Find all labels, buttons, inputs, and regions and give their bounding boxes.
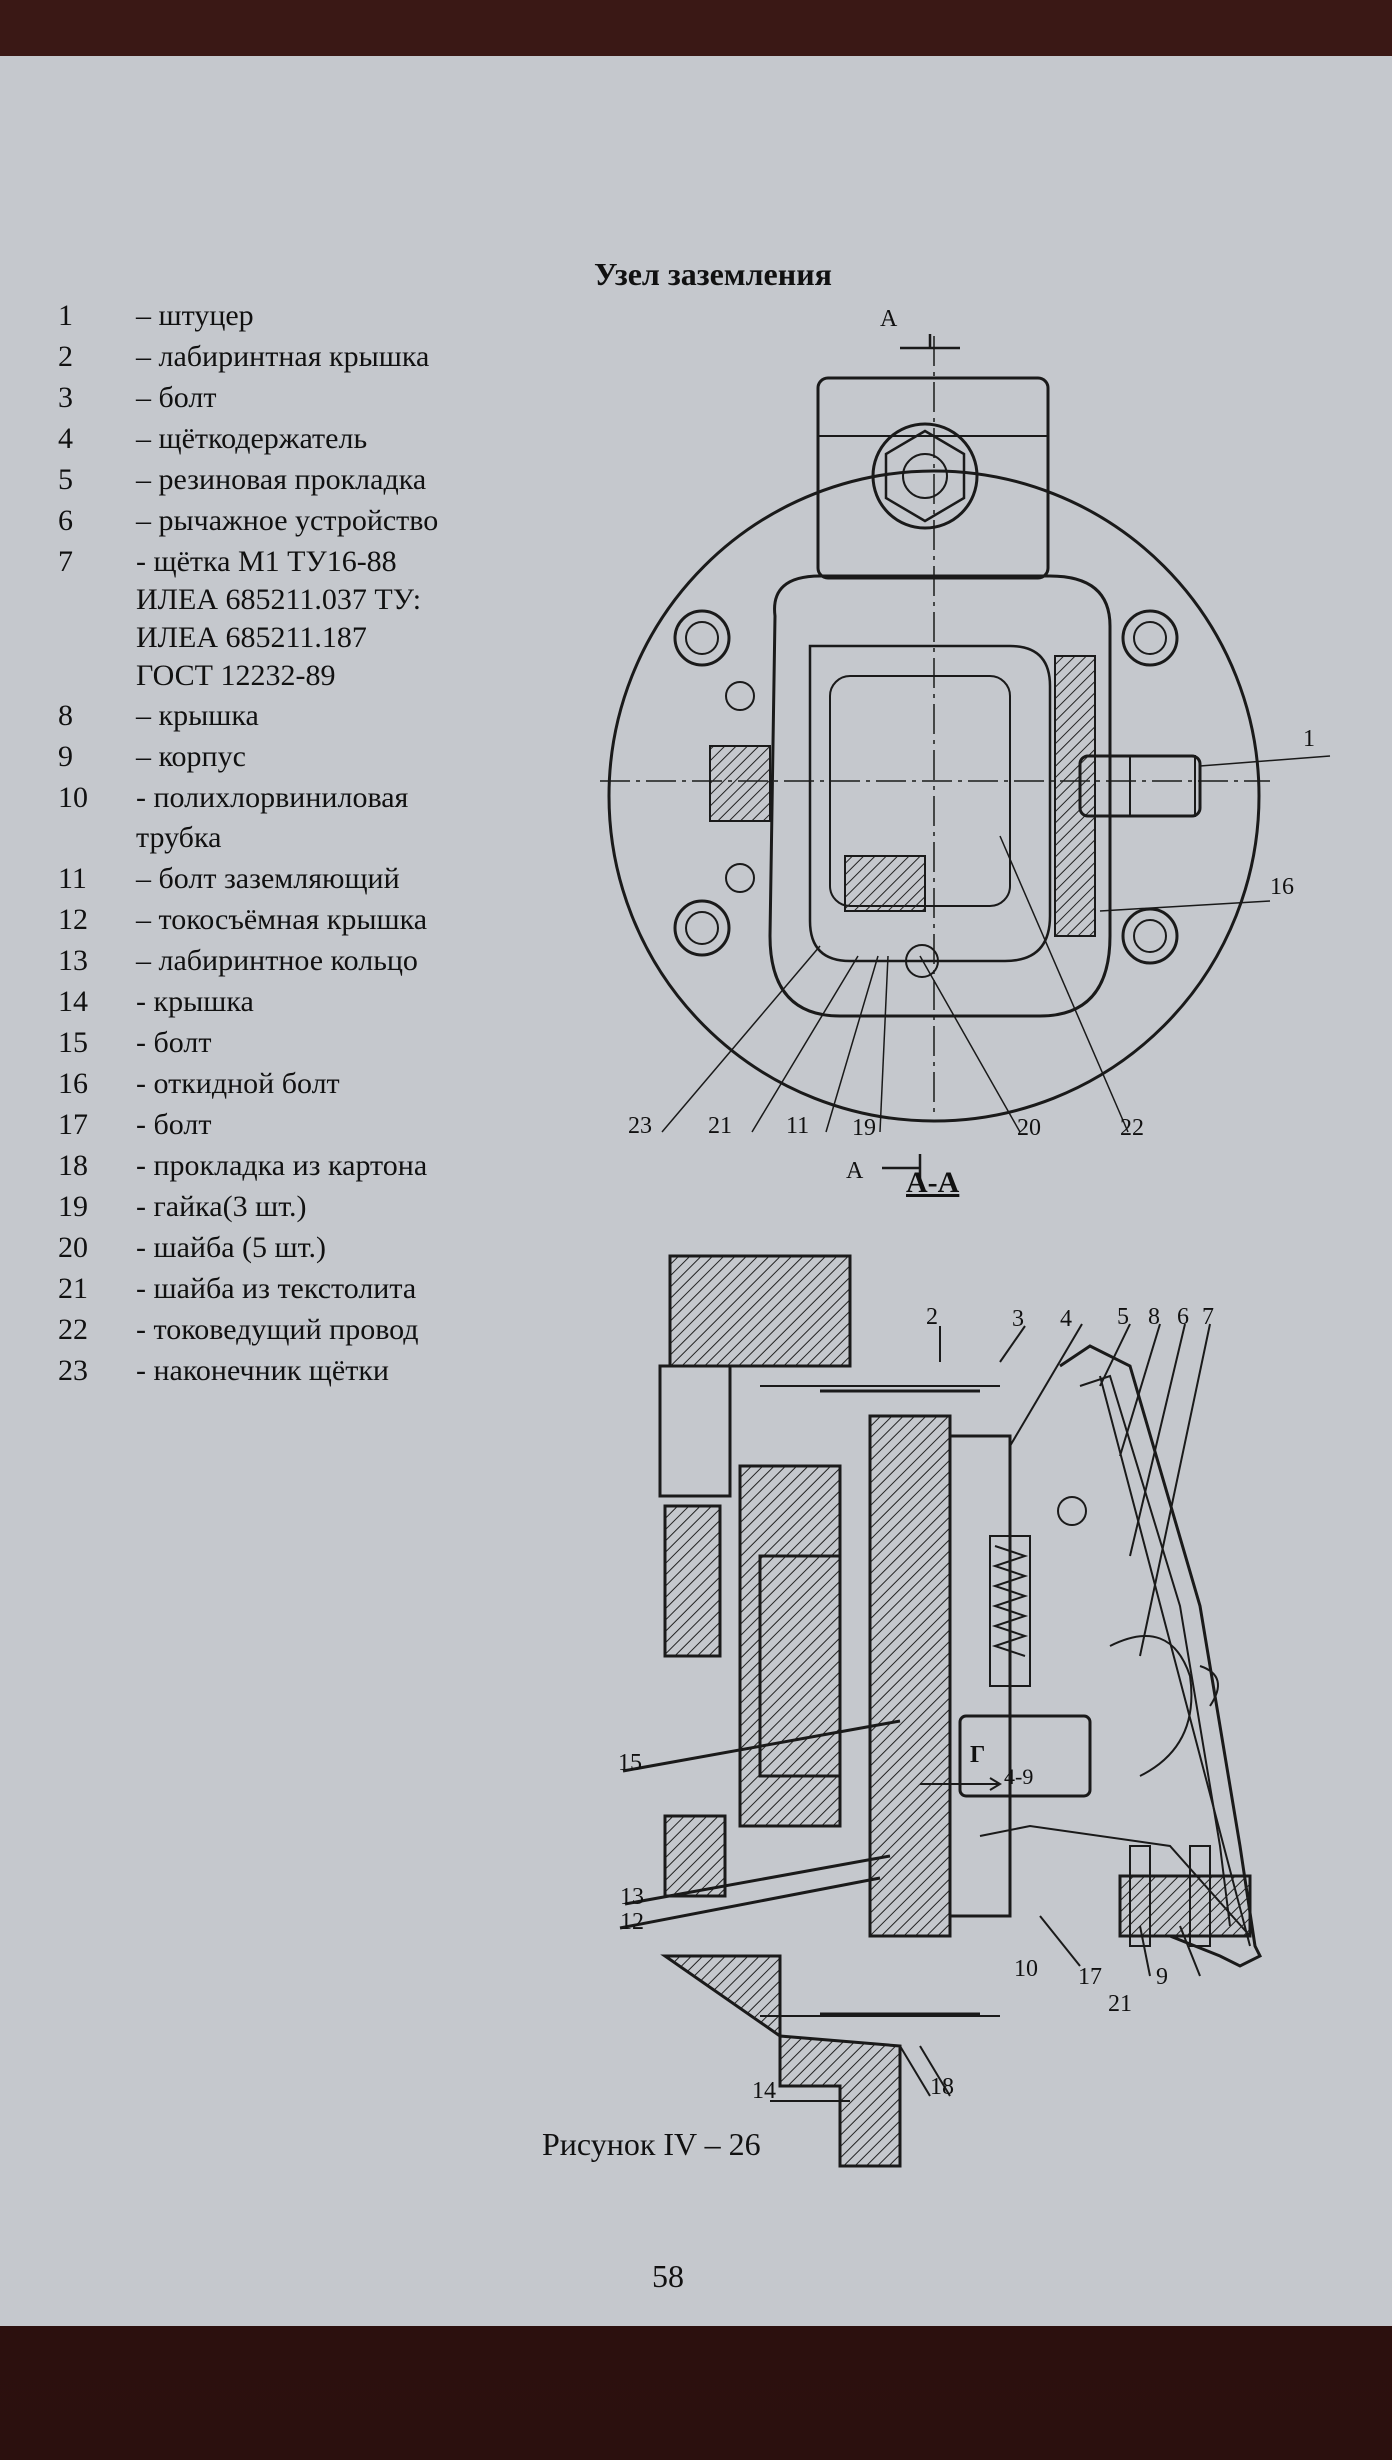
legend-item-continuation: ГОСТ 12232-89 bbox=[136, 659, 336, 692]
callout-14: 14 bbox=[752, 2078, 776, 2104]
callout-6: 6 bbox=[1177, 1304, 1189, 1330]
callout-20: 20 bbox=[1017, 1115, 1041, 1141]
callout-11: 11 bbox=[786, 1113, 809, 1139]
legend-item: 2– лабиринтная крышка bbox=[58, 340, 430, 373]
page-title: Узел заземления bbox=[594, 256, 832, 292]
legend-item: 22- токоведущий провод bbox=[58, 1313, 419, 1346]
callout-4-9: 4-9 bbox=[1004, 1764, 1033, 1789]
callout-4: 4 bbox=[1060, 1306, 1072, 1332]
callout-21: 21 bbox=[708, 1113, 732, 1139]
callout-23: 23 bbox=[628, 1113, 652, 1139]
figure-caption: Рисунок IV – 26 bbox=[542, 2126, 761, 2162]
legend-item: 23- наконечник щётки bbox=[58, 1354, 389, 1387]
section-mark-top: А bbox=[880, 306, 898, 332]
legend-item: 4– щёткодержатель bbox=[58, 422, 368, 455]
callout-15: 15 bbox=[618, 1750, 642, 1776]
legend-item: 3– болт bbox=[58, 381, 217, 414]
legend-item: 11– болт заземляющий bbox=[58, 862, 400, 895]
callout-16: 16 bbox=[1270, 874, 1294, 900]
callout-3: 3 bbox=[1012, 1306, 1024, 1332]
callout-22: 22 bbox=[1120, 1115, 1144, 1141]
top-view-callouts: А А 1 16 23 21 11 19 20 22 bbox=[628, 306, 1315, 1184]
bolt-heads bbox=[673, 609, 1179, 978]
callout-8: 8 bbox=[1148, 1304, 1160, 1330]
technical-drawing: А А 1 16 23 21 11 19 20 22 bbox=[600, 306, 1331, 2168]
callout-G: Г bbox=[970, 1742, 985, 1768]
page-number: 58 bbox=[652, 2258, 684, 2294]
legend-item: 13– лабиринтное кольцо bbox=[58, 944, 418, 977]
legend-item: 21- шайба из текстолита bbox=[58, 1272, 417, 1305]
callout-10: 10 bbox=[1014, 1956, 1038, 1982]
legend-item: 19- гайка(3 шт.) bbox=[58, 1190, 307, 1223]
legend-item: 1– штуцер bbox=[58, 299, 254, 332]
legend-item: 9– корпус bbox=[58, 740, 246, 773]
legend-item: 12– токосъёмная крышка bbox=[58, 903, 428, 936]
legend-item: 8– крышка bbox=[58, 699, 259, 732]
callout-5: 5 bbox=[1117, 1304, 1129, 1330]
legend-item: 15- болт bbox=[58, 1026, 212, 1059]
section-mark-bottom: А bbox=[846, 1158, 864, 1184]
legend-item: 16- откидной болт bbox=[58, 1067, 340, 1100]
legend-item: 18- прокладка из картона bbox=[58, 1149, 428, 1182]
legend-item: 6– рычажное устройство bbox=[58, 504, 439, 537]
callout-18: 18 bbox=[930, 2074, 954, 2100]
callout-19: 19 bbox=[852, 1115, 876, 1141]
callout-7: 7 bbox=[1202, 1304, 1214, 1330]
legend-item: 20- шайба (5 шт.) bbox=[58, 1231, 326, 1264]
legend-item: 7- щётка М1 ТУ16-88 bbox=[58, 545, 397, 578]
callout-1: 1 bbox=[1303, 726, 1315, 752]
callout-12: 12 bbox=[620, 1909, 644, 1935]
top-view-drawing bbox=[600, 334, 1331, 1182]
section-view-callouts: 2 3 4 5 8 6 7 15 Г 4-9 13 12 10 17 21 9 … bbox=[618, 1304, 1214, 2104]
legend-item: 10- полихлорвиниловая bbox=[58, 781, 409, 814]
legend-item: 14- крышка bbox=[58, 985, 254, 1018]
legend-item: 17- болт bbox=[58, 1108, 212, 1141]
callout-13: 13 bbox=[620, 1884, 644, 1910]
callout-21: 21 bbox=[1108, 1991, 1132, 2017]
legend-item: 5– резиновая прокладка bbox=[58, 463, 427, 496]
section-label: А-А bbox=[906, 1166, 960, 1199]
section-view-drawing bbox=[619, 1254, 1263, 2168]
callout-17: 17 bbox=[1078, 1964, 1102, 1990]
document-page: Узел заземления 1– штуцер 2– лабиринтная… bbox=[0, 56, 1392, 2326]
legend-item-continuation: трубка bbox=[136, 821, 222, 854]
legend-item-continuation: ИЛЕА 685211.187 bbox=[136, 621, 367, 654]
callout-2: 2 bbox=[926, 1304, 938, 1330]
legend-item-continuation: ИЛЕА 685211.037 ТУ: bbox=[136, 583, 422, 616]
callout-9: 9 bbox=[1156, 1964, 1168, 1990]
